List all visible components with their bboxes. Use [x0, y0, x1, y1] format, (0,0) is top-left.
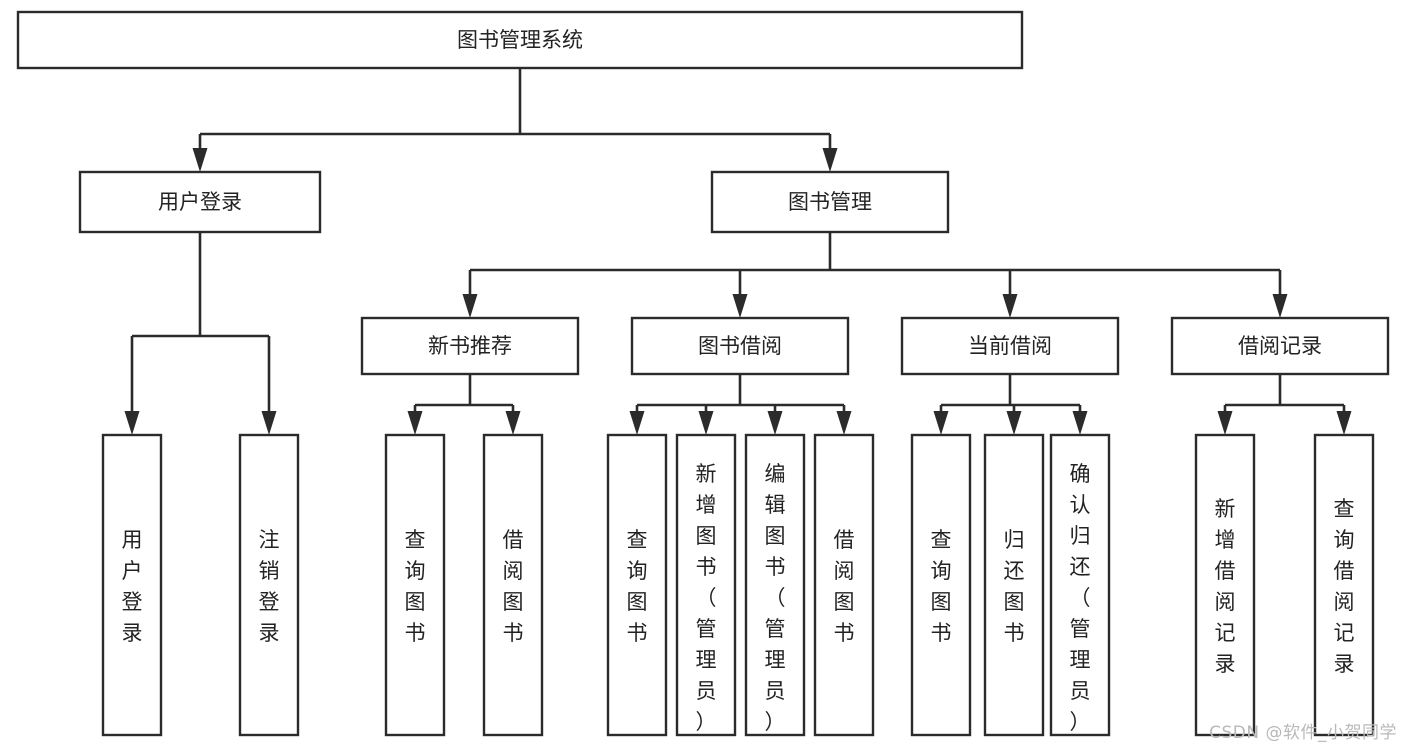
node-box[interactable]: [606, 433, 668, 737]
arrow-head-icon: [822, 148, 838, 172]
node-box[interactable]: [16, 10, 1024, 70]
node-label: 查询借阅记录: [1334, 497, 1355, 676]
arrow-head-icon: [407, 411, 423, 435]
arrow-head-icon: [505, 411, 521, 435]
node-box[interactable]: [675, 433, 737, 737]
node-box[interactable]: [910, 433, 972, 737]
connector-layer: [124, 68, 1352, 435]
node-borrow-record[interactable]: 借阅记录: [1170, 316, 1390, 376]
node-leaf-return-book[interactable]: 归还图书: [983, 433, 1045, 737]
node-label: 新书推荐: [428, 334, 512, 358]
node-label: 归还图书: [1004, 528, 1025, 645]
node-label: 图书借阅: [698, 334, 782, 358]
arrow-head-icon: [1072, 411, 1088, 435]
node-label: 用户登录: [158, 190, 242, 214]
arrow-head-icon: [1002, 294, 1018, 318]
arrow-head-icon: [1336, 411, 1352, 435]
arrow-head-icon: [629, 411, 645, 435]
node-current-borrow[interactable]: 当前借阅: [900, 316, 1120, 376]
node-box[interactable]: [78, 170, 322, 234]
node-box[interactable]: [1049, 433, 1111, 737]
node-label: 查询图书: [405, 528, 426, 645]
connector-user-login: [124, 232, 277, 435]
node-box[interactable]: [238, 433, 300, 737]
node-label: 确认归还（管理员）: [1070, 462, 1091, 734]
node-label: 查询图书: [627, 528, 648, 645]
node-box[interactable]: [482, 433, 544, 737]
node-label: 新增借阅记录: [1215, 497, 1236, 676]
connector-book-borrow: [629, 374, 852, 435]
node-label: 当前借阅: [968, 334, 1052, 358]
node-leaf-edit-book[interactable]: 编辑图书（管理员）: [744, 433, 806, 737]
node-label: 借阅图书: [503, 528, 524, 645]
node-label: 编辑图书（管理员）: [765, 462, 786, 734]
node-leaf-logout[interactable]: 注销登录: [238, 433, 300, 737]
node-leaf-borrow-book-2[interactable]: 借阅图书: [813, 433, 875, 737]
arrow-head-icon: [732, 294, 748, 318]
node-label: 注销登录: [259, 528, 280, 645]
arrow-head-icon: [1006, 411, 1022, 435]
node-leaf-user-login[interactable]: 用户登录: [101, 433, 163, 737]
node-label: 新增图书（管理员）: [696, 462, 717, 734]
node-leaf-add-book[interactable]: 新增图书（管理员）: [675, 433, 737, 737]
node-user-login[interactable]: 用户登录: [78, 170, 322, 234]
node-leaf-query-book-2[interactable]: 查询图书: [606, 433, 668, 737]
connector-new-book-recommend: [407, 374, 521, 435]
node-leaf-query-book-1[interactable]: 查询图书: [384, 433, 446, 737]
node-leaf-add-record[interactable]: 新增借阅记录: [1194, 433, 1256, 737]
node-book-manage[interactable]: 图书管理: [710, 170, 950, 234]
node-box[interactable]: [101, 433, 163, 737]
arrow-head-icon: [933, 411, 949, 435]
node-box[interactable]: [1313, 433, 1375, 737]
arrow-head-icon: [1217, 411, 1233, 435]
node-box[interactable]: [384, 433, 446, 737]
node-leaf-query-record[interactable]: 查询借阅记录: [1313, 433, 1375, 737]
node-box[interactable]: [900, 316, 1120, 376]
node-layer: 图书管理系统用户登录图书管理新书推荐图书借阅当前借阅借阅记录用户登录注销登录查询…: [16, 10, 1390, 737]
node-root[interactable]: 图书管理系统: [16, 10, 1024, 70]
arrow-head-icon: [261, 411, 277, 435]
node-box[interactable]: [983, 433, 1045, 737]
node-box[interactable]: [1170, 316, 1390, 376]
node-label: 借阅图书: [834, 528, 855, 645]
arrow-head-icon: [698, 411, 714, 435]
node-leaf-borrow-book-1[interactable]: 借阅图书: [482, 433, 544, 737]
node-label: 图书管理系统: [457, 28, 583, 52]
node-box[interactable]: [360, 316, 580, 376]
node-leaf-query-book-3[interactable]: 查询图书: [910, 433, 972, 737]
arrow-head-icon: [1272, 294, 1288, 318]
node-box[interactable]: [813, 433, 875, 737]
node-label: 查询图书: [931, 528, 952, 645]
node-label: 借阅记录: [1238, 334, 1322, 358]
node-box[interactable]: [1194, 433, 1256, 737]
connector-borrow-record: [1217, 374, 1352, 435]
arrow-head-icon: [124, 411, 140, 435]
node-leaf-confirm-return[interactable]: 确认归还（管理员）: [1049, 433, 1111, 737]
connector-book-manage: [462, 232, 1288, 318]
node-box[interactable]: [710, 170, 950, 234]
connector-root: [192, 68, 838, 172]
node-label: 图书管理: [788, 190, 872, 214]
node-label: 用户登录: [122, 528, 143, 645]
node-new-book-recommend[interactable]: 新书推荐: [360, 316, 580, 376]
node-box[interactable]: [744, 433, 806, 737]
node-book-borrow[interactable]: 图书借阅: [630, 316, 850, 376]
arrow-head-icon: [192, 148, 208, 172]
arrow-head-icon: [767, 411, 783, 435]
arrow-head-icon: [462, 294, 478, 318]
arrow-head-icon: [836, 411, 852, 435]
connector-current-borrow: [933, 374, 1088, 435]
node-box[interactable]: [630, 316, 850, 376]
